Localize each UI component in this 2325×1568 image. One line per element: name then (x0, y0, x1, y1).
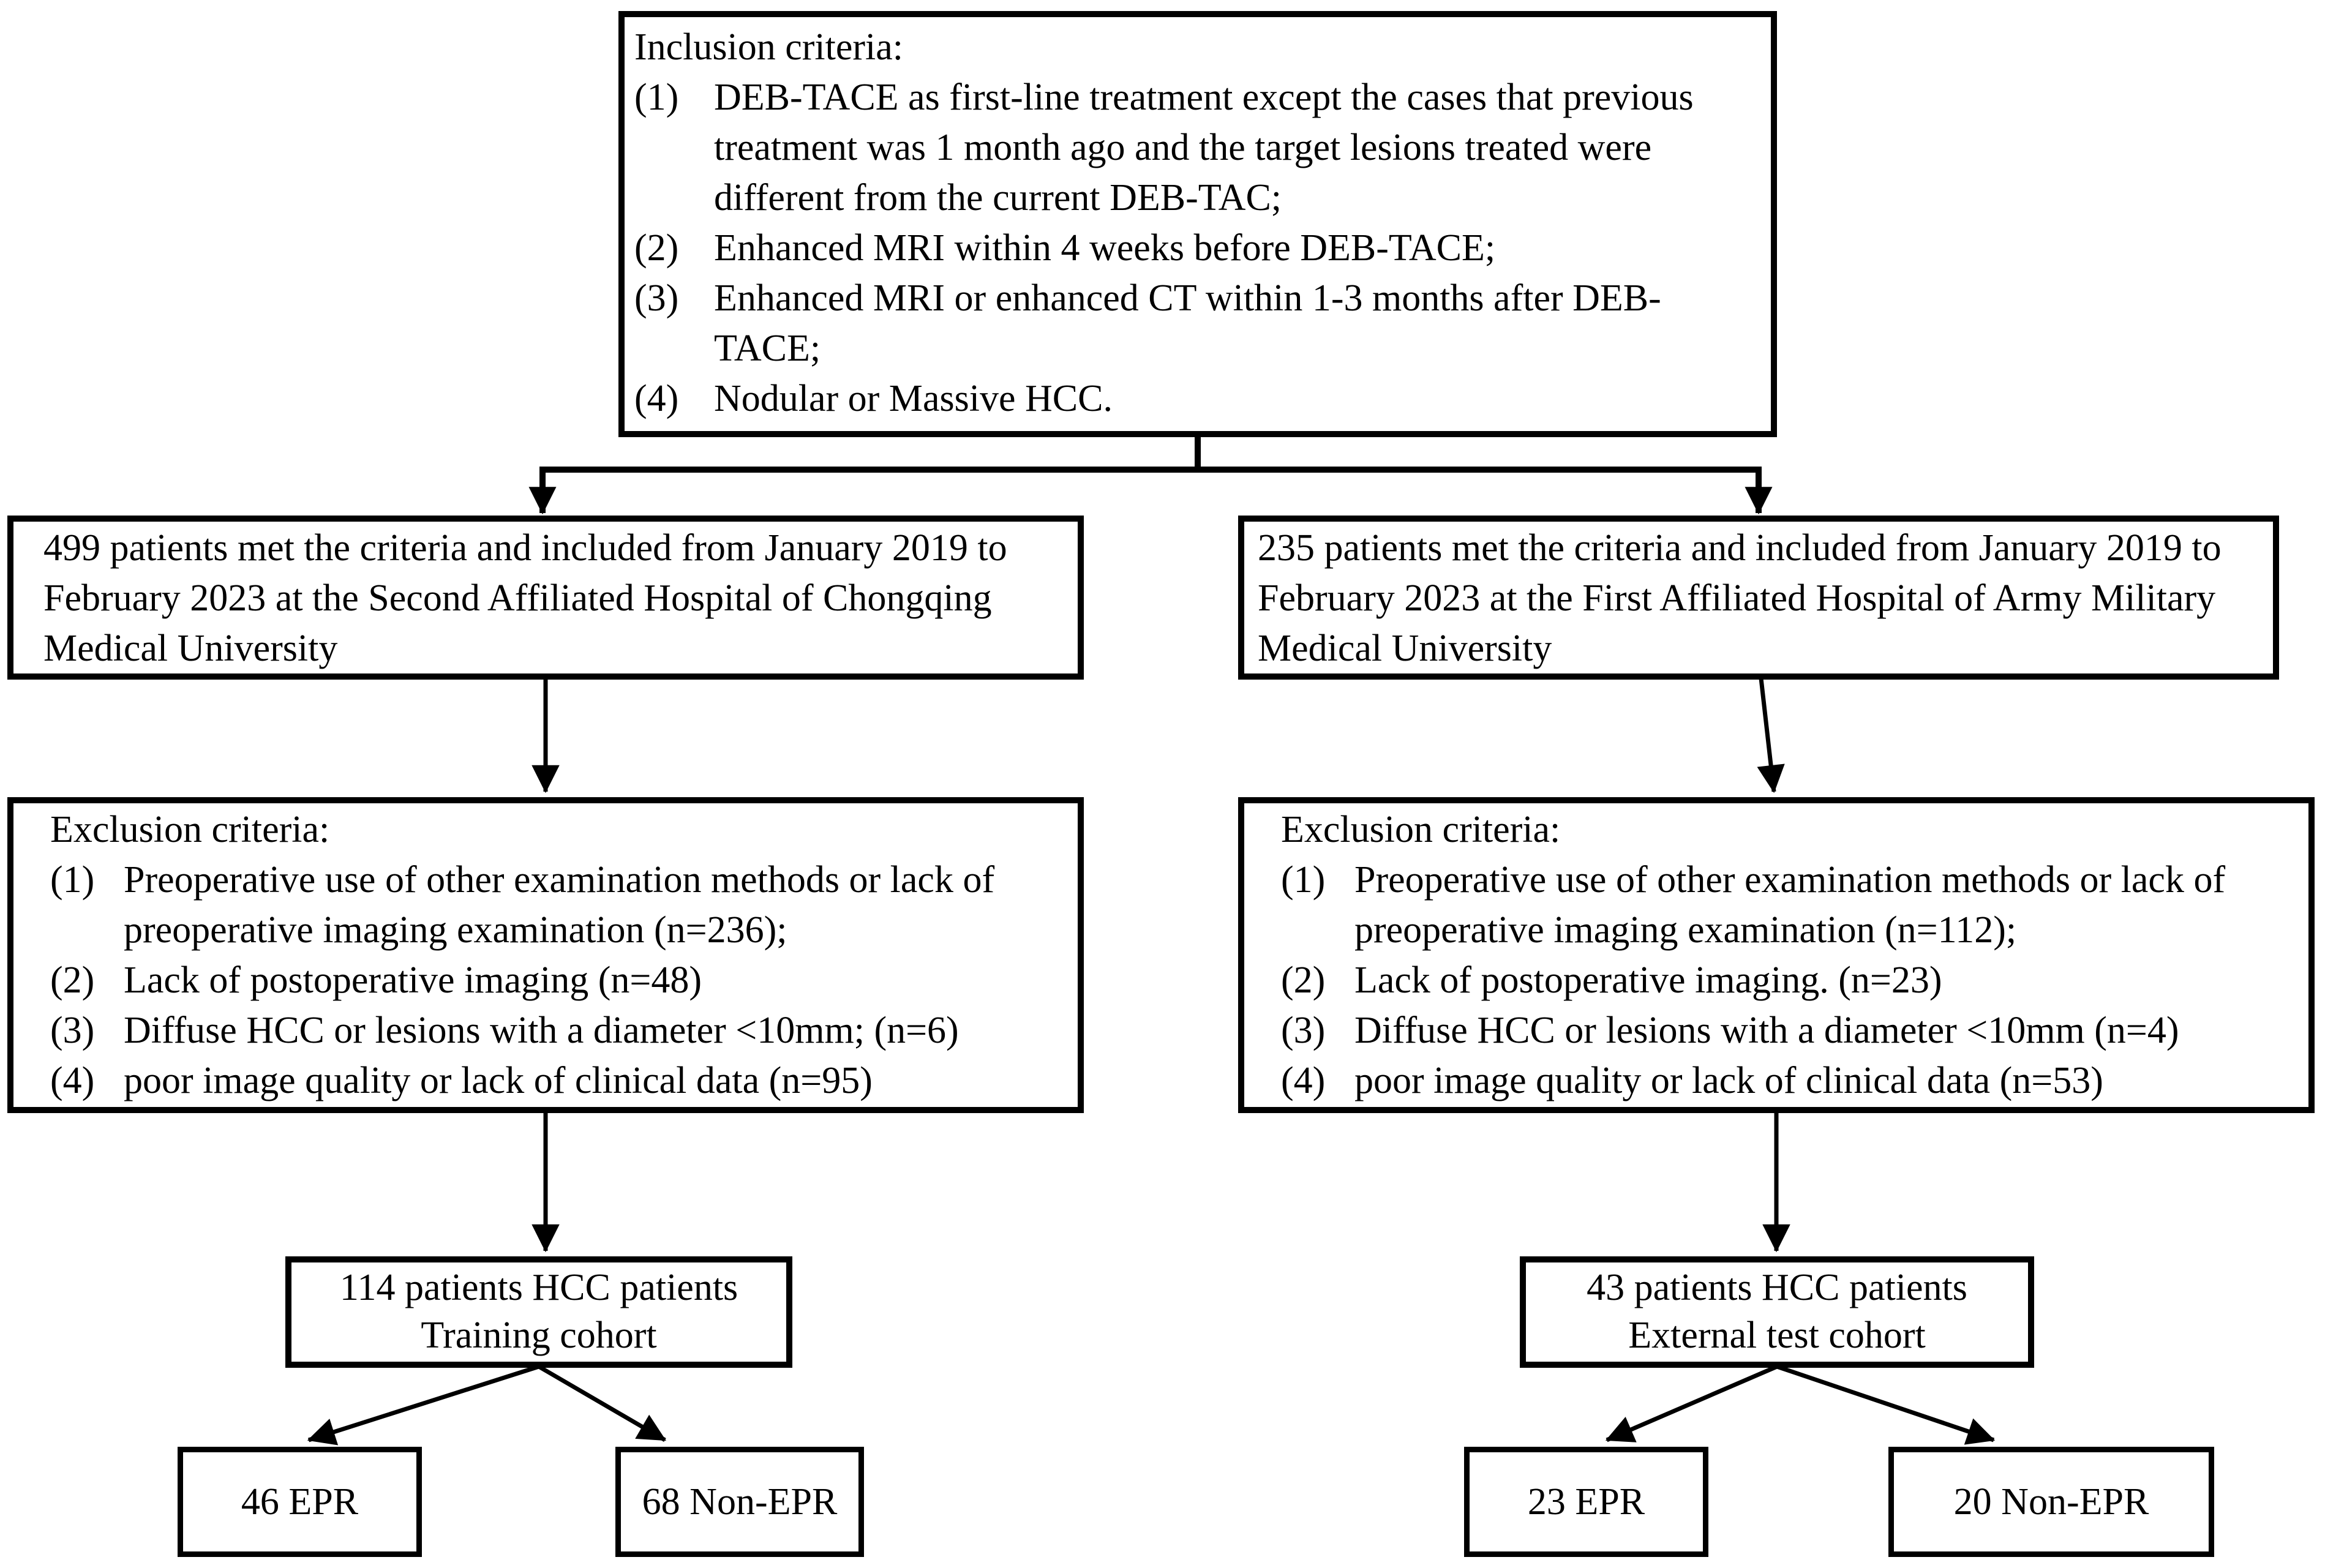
item-text: Enhanced MRI or enhanced CT within 1-3 m… (714, 277, 1661, 369)
inclusion-item-1: (1) DEB-TACE as first-line treatment exc… (634, 72, 1755, 223)
inclusion-criteria-box: Inclusion criteria: (1) DEB-TACE as firs… (618, 11, 1777, 437)
item-number: (4) (634, 378, 679, 419)
left-exclusion-item-2: (2) Lack of postoperative imaging (n=48) (50, 955, 1065, 1005)
item-text: Lack of postoperative imaging (n=48) (124, 959, 702, 1001)
inclusion-item-3: (3) Enhanced MRI or enhanced CT within 1… (634, 273, 1755, 373)
arrow-right-cohort-to-epr (1605, 1364, 1778, 1442)
external-epr-text: 23 EPR (1527, 1481, 1645, 1523)
left-exclusion-title: Exclusion criteria: (50, 809, 330, 850)
external-non-epr-text: 20 Non-EPR (1953, 1481, 2149, 1523)
training-non-epr-box: 68 Non-EPR (615, 1447, 864, 1557)
item-text: Nodular or Massive HCC. (714, 378, 1113, 419)
external-test-cohort-box: 43 patients HCC patients External test c… (1520, 1256, 2034, 1368)
inclusion-criteria-title: Inclusion criteria: (634, 26, 903, 68)
right-exclusion-title: Exclusion criteria: (1281, 809, 1561, 850)
right-exclusion-criteria-box: Exclusion criteria: (1) Preoperative use… (1238, 797, 2315, 1113)
arrow-right-cohort-to-nonepr (1776, 1364, 1996, 1445)
item-text: poor image quality or lack of clinical d… (124, 1060, 873, 1101)
right-included-patients-text: 235 patients met the criteria and includ… (1258, 527, 2222, 669)
external-non-epr-box: 20 Non-EPR (1888, 1447, 2214, 1557)
right-exclusion-item-4: (4) poor image quality or lack of clinic… (1281, 1056, 2296, 1106)
item-text: Enhanced MRI within 4 weeks before DEB-T… (714, 227, 1496, 269)
item-text: Preoperative use of other examination me… (124, 859, 1004, 951)
item-number: (1) (50, 859, 95, 901)
item-number: (3) (634, 277, 679, 319)
item-text: DEB-TACE as first-line treatment except … (714, 77, 1703, 219)
left-included-patients-box: 499 patients met the criteria and includ… (7, 516, 1084, 680)
training-cohort-box: 114 patients HCC patients Training cohor… (285, 1256, 792, 1368)
item-number: (2) (50, 959, 95, 1001)
left-included-patients-text: 499 patients met the criteria and includ… (43, 527, 1007, 669)
training-epr-box: 46 EPR (178, 1447, 422, 1557)
item-text: Lack of postoperative imaging. (n=23) (1354, 959, 1942, 1001)
training-cohort-count: 114 patients HCC patients (339, 1267, 738, 1308)
left-exclusion-item-3: (3) Diffuse HCC or lesions with a diamet… (50, 1005, 1065, 1056)
item-number: (1) (1281, 859, 1326, 901)
item-number: (3) (1281, 1010, 1326, 1051)
right-exclusion-item-3: (3) Diffuse HCC or lesions with a diamet… (1281, 1005, 2296, 1056)
left-exclusion-item-4: (4) poor image quality or lack of clinic… (50, 1056, 1065, 1106)
right-included-patients-box: 235 patients met the criteria and includ… (1238, 516, 2279, 680)
item-number: (4) (50, 1060, 95, 1101)
item-text: Diffuse HCC or lesions with a diameter <… (1354, 1010, 2179, 1051)
arrow-left-cohort-to-epr (307, 1364, 540, 1446)
external-epr-box: 23 EPR (1464, 1447, 1708, 1557)
item-number: (1) (634, 77, 679, 118)
item-text: Diffuse HCC or lesions with a diameter <… (124, 1010, 959, 1051)
item-text: Preoperative use of other examination me… (1354, 859, 2235, 951)
left-exclusion-criteria-box: Exclusion criteria: (1) Preoperative use… (7, 797, 1084, 1113)
training-non-epr-text: 68 Non-EPR (642, 1481, 838, 1523)
arrow-left-cohort-to-nonepr (538, 1364, 666, 1442)
left-exclusion-item-1: (1) Preoperative use of other examinatio… (50, 855, 1065, 955)
right-exclusion-item-1: (1) Preoperative use of other examinatio… (1281, 855, 2296, 955)
item-text: poor image quality or lack of clinical d… (1354, 1060, 2103, 1101)
inclusion-item-2: (2) Enhanced MRI within 4 weeks before D… (634, 223, 1755, 273)
item-number: (2) (634, 227, 679, 269)
arrow-right-hospital-to-exclusion (1757, 678, 1785, 793)
training-epr-text: 46 EPR (241, 1481, 359, 1523)
external-cohort-label: External test cohort (1628, 1315, 1926, 1356)
connector-inclusion-branch (528, 467, 1773, 515)
item-number: (3) (50, 1010, 95, 1051)
training-cohort-label: Training cohort (421, 1315, 657, 1356)
item-number: (2) (1281, 959, 1326, 1001)
external-cohort-count: 43 patients HCC patients (1587, 1267, 1967, 1308)
right-exclusion-item-2: (2) Lack of postoperative imaging. (n=23… (1281, 955, 2296, 1005)
item-number: (4) (1281, 1060, 1326, 1101)
inclusion-item-4: (4) Nodular or Massive HCC. (634, 373, 1755, 424)
